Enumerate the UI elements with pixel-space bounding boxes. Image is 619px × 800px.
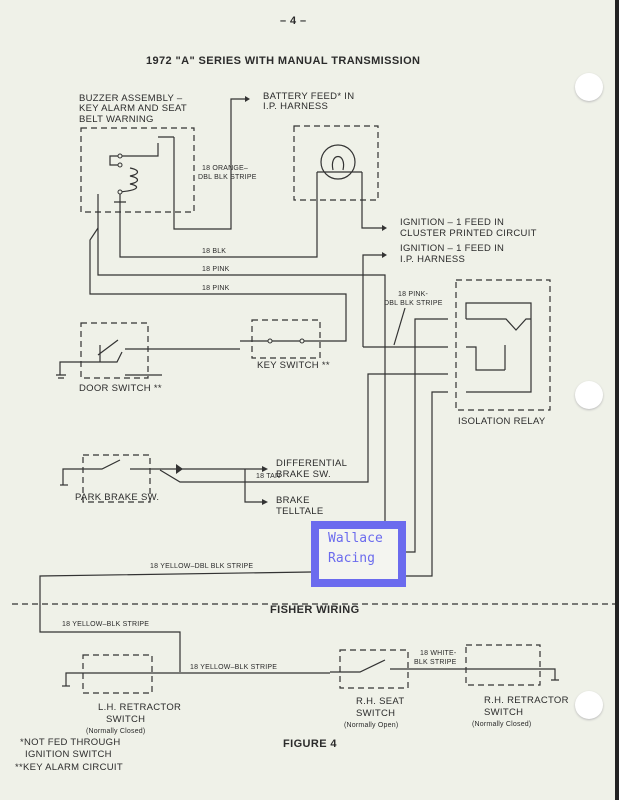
svg-text:ISOLATION RELAY: ISOLATION RELAY [458, 416, 546, 427]
svg-text:BELT WARNING: BELT WARNING [79, 114, 154, 125]
fisher-wiring-label: FISHER WIRING [270, 604, 360, 616]
wire-relay-1 [395, 318, 448, 553]
svg-text:SWITCH: SWITCH [106, 714, 145, 725]
watermark: Wallace Racing [311, 521, 406, 587]
diagram-title: 1972 "A" SERIES WITH MANUAL TRANSMISSION [146, 55, 420, 67]
wire-label: BLK STRIPE [414, 659, 457, 666]
ign-cluster-label: IGNITION – 1 FEED IN [400, 217, 504, 228]
svg-text:KEY ALARM AND SEAT: KEY ALARM AND SEAT [79, 103, 187, 114]
svg-text:(Normally Closed): (Normally Closed) [472, 721, 531, 728]
telltale-label: BRAKE [276, 495, 310, 506]
svg-text:R.H. SEAT: R.H. SEAT [356, 696, 404, 707]
wire-brake [226, 468, 262, 503]
wire-relay-4 [395, 391, 448, 577]
footnote: IGNITION SWITCH [25, 749, 112, 760]
punch-hole [575, 73, 603, 101]
svg-text:PARK BRAKE SW.: PARK BRAKE SW. [75, 492, 159, 503]
battery-feed-label-2: I.P. HARNESS [263, 101, 328, 112]
leader-line [393, 307, 406, 346]
wire-18-tan [159, 373, 448, 483]
diff-brake-label-2: BRAKE SW. [276, 469, 331, 480]
svg-text:BUZZER ASSEMBLY –: BUZZER ASSEMBLY – [79, 93, 183, 104]
footnote: *NOT FED THROUGH [20, 737, 121, 748]
wire-label: DBL BLK STRIPE [384, 300, 443, 307]
watermark-line: Wallace [328, 531, 383, 546]
wire-label: 18 TAN [256, 473, 280, 480]
wire-label: 18 PINK [202, 266, 230, 273]
footnote: **KEY ALARM CIRCUIT [15, 762, 123, 773]
wire-ign-cluster [361, 208, 382, 229]
svg-text:SWITCH: SWITCH [484, 707, 523, 718]
watermark-line: Racing [328, 551, 375, 566]
lh-retractor-switch: L.H. RETRACTOR SWITCH (Normally Closed) [62, 654, 181, 735]
wire-18-yellow-dbl [39, 571, 312, 672]
svg-text:(Normally Closed): (Normally Closed) [86, 728, 145, 735]
wire-18-blk [119, 208, 318, 258]
svg-text:(Normally Open): (Normally Open) [344, 722, 398, 729]
ign-ip-label: IGNITION – 1 FEED IN [400, 243, 504, 254]
wire-label: 18 BLK [202, 248, 226, 255]
svg-text:SWITCH: SWITCH [356, 708, 395, 719]
wire-label: 18 WHITE- [420, 650, 457, 657]
wire-label: 18 YELLOW–BLK STRIPE [62, 621, 149, 628]
svg-text:KEY SWITCH **: KEY SWITCH ** [257, 360, 330, 371]
ign-ip-label-2: I.P. HARNESS [400, 254, 465, 265]
wire-label: 18 YELLOW–DBL BLK STRIPE [150, 563, 253, 570]
page-number: – 4 – [280, 15, 306, 27]
key-switch: KEY SWITCH ** [240, 319, 330, 371]
park-brake-switch: PARK BRAKE SW. [60, 454, 226, 503]
wire-label: 18 PINK- [398, 291, 428, 298]
wire-ign-ip [362, 254, 382, 347]
ign-cluster-label-2: CLUSTER PRINTED CIRCUIT [400, 228, 537, 239]
cluster-lamp [293, 125, 379, 208]
wire-18-orange: 18 ORANGE– DBL BLK STRIPE [173, 96, 257, 230]
svg-text:DOOR SWITCH **: DOOR SWITCH ** [79, 383, 162, 394]
rh-retractor-switch: R.H. RETRACTOR SWITCH (Normally Closed) [460, 644, 569, 728]
svg-text:18 ORANGE–: 18 ORANGE– [202, 165, 248, 172]
rh-seat-switch: R.H. SEAT SWITCH (Normally Open) [330, 649, 410, 729]
svg-text:R.H. RETRACTOR: R.H. RETRACTOR [484, 695, 569, 706]
telltale-label-2: TELLTALE [276, 506, 323, 517]
wire-label: 18 YELLOW–BLK STRIPE [190, 664, 277, 671]
svg-text:DBL BLK STRIPE: DBL BLK STRIPE [198, 174, 257, 181]
wire-label: 18 PINK [202, 285, 230, 292]
isolation-relay: ISOLATION RELAY [455, 279, 551, 427]
door-switch: DOOR SWITCH ** [56, 322, 162, 394]
punch-hole [575, 381, 603, 409]
figure-caption: FIGURE 4 [283, 738, 337, 750]
punch-hole [575, 691, 603, 719]
page-edge [615, 0, 619, 800]
wire-18-pink-2 [89, 227, 347, 342]
buzzer-assembly: BUZZER ASSEMBLY – KEY ALARM AND SEAT BEL… [79, 93, 195, 222]
battery-feed-label: BATTERY FEED* IN [263, 91, 354, 102]
svg-text:L.H. RETRACTOR: L.H. RETRACTOR [98, 702, 181, 713]
diff-brake-label: DIFFERENTIAL [276, 458, 347, 469]
